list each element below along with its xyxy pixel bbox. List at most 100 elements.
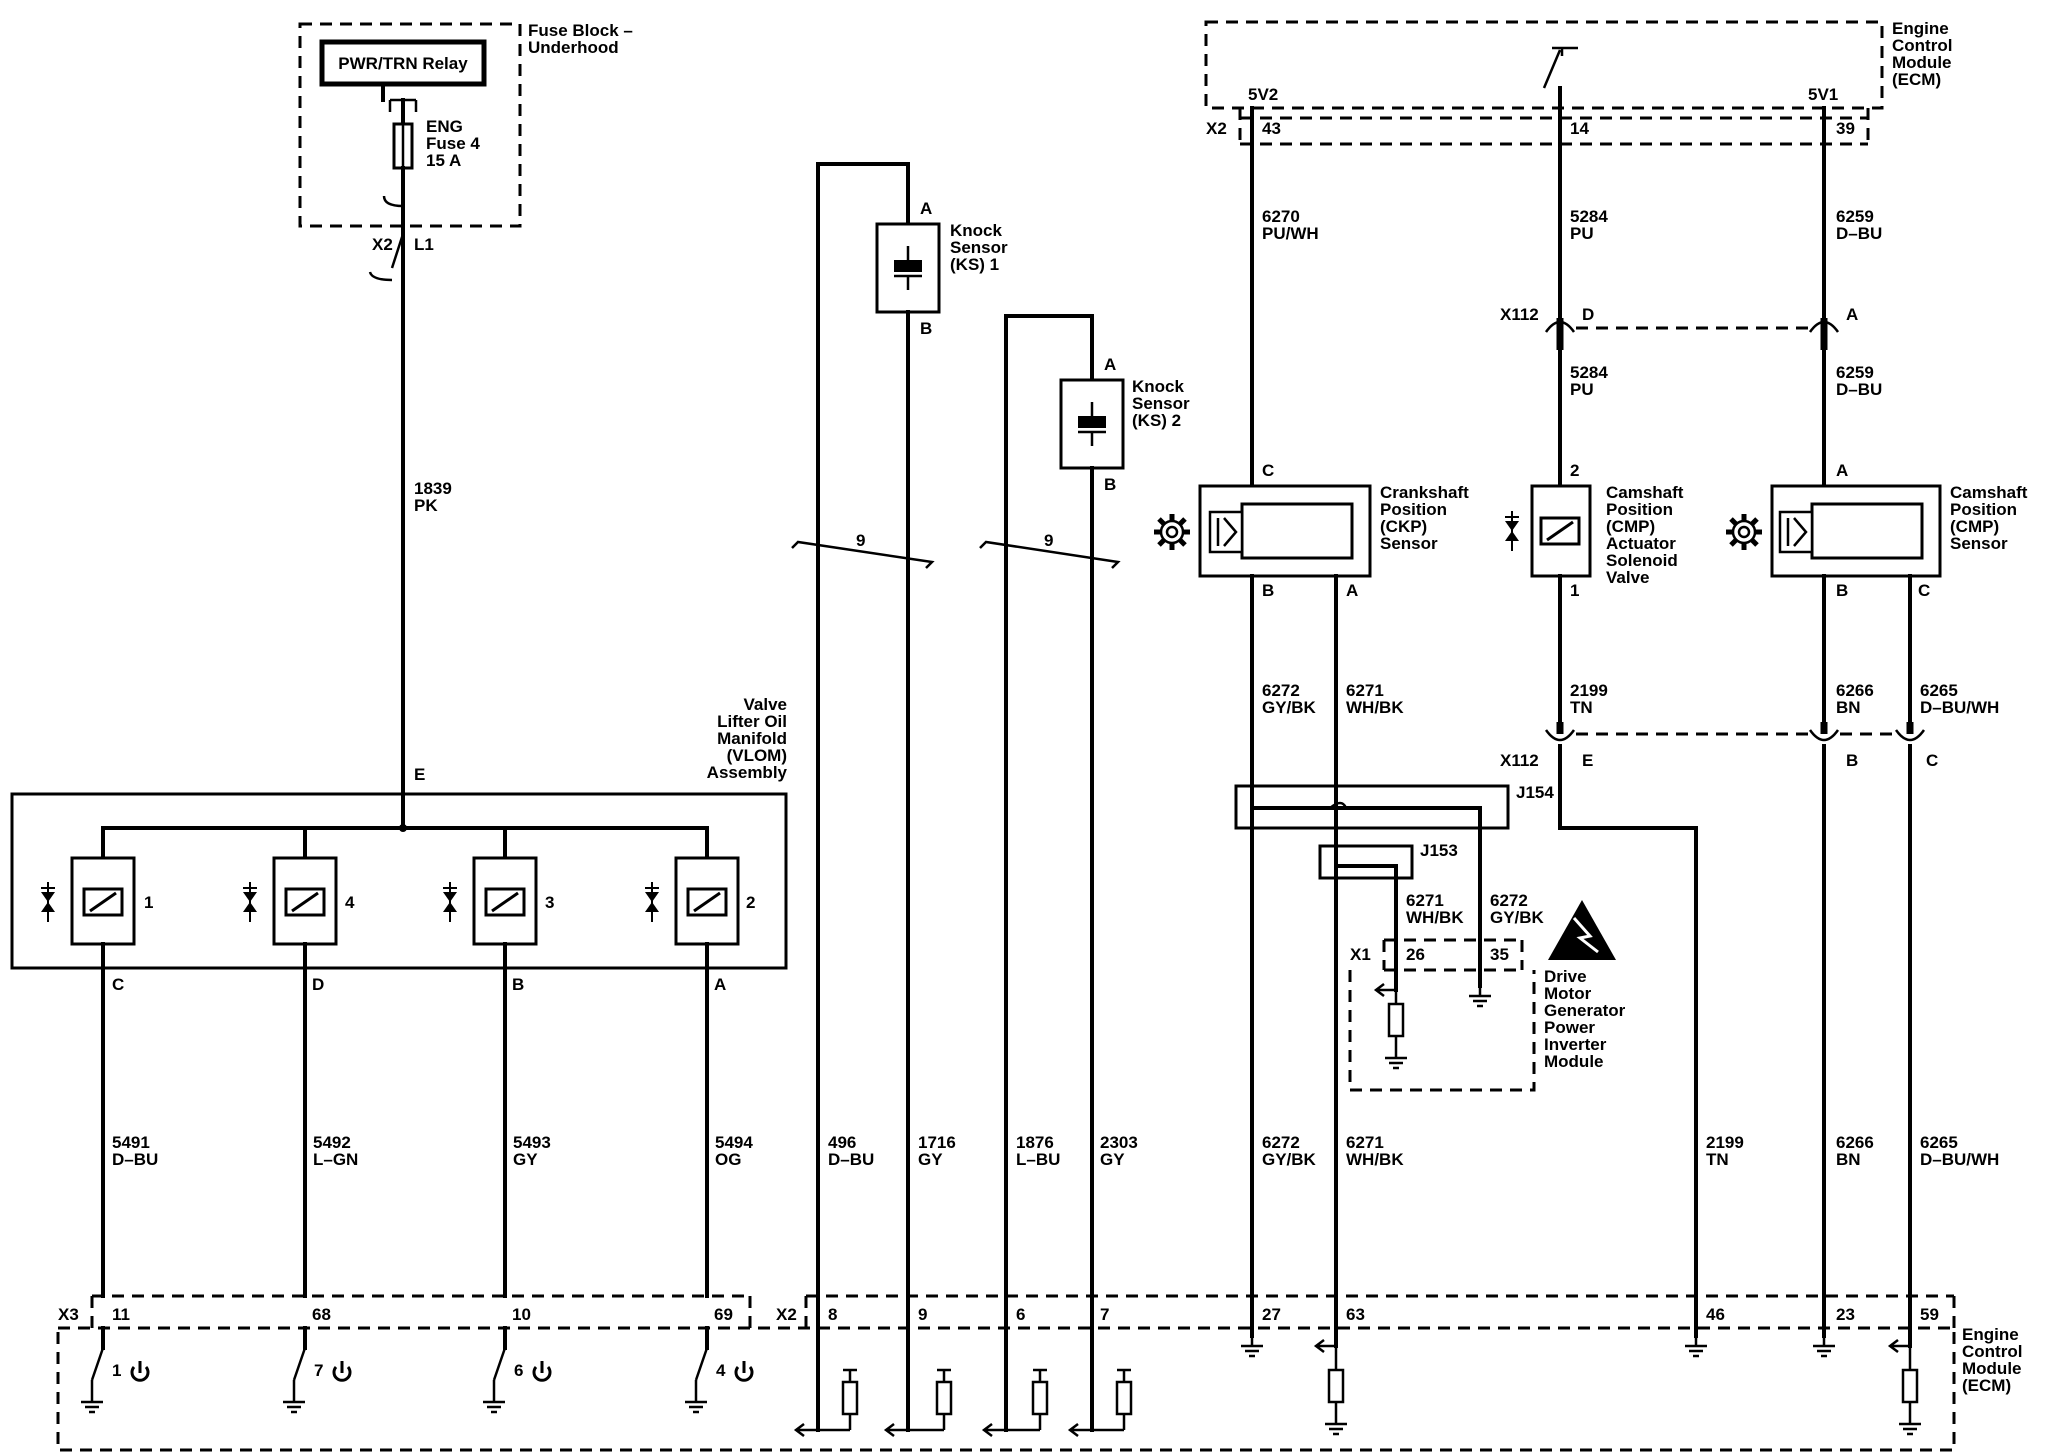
cmp-magnet-icon <box>1786 517 1808 547</box>
inverter-pin-35: 35 <box>1490 945 1509 964</box>
ckp-title-3: (CKP) <box>1380 517 1427 536</box>
inverter-arrow-icon <box>1373 983 1396 997</box>
cmp-sensor-pin-c: C <box>1918 581 1930 600</box>
pwr-trn-relay-box <box>319 39 487 87</box>
ecm-pin-23: 23 <box>1836 1305 1855 1324</box>
wire-5493-color: GY <box>513 1150 538 1169</box>
ecm-input-63 <box>1313 1339 1349 1436</box>
fuse-block-underhood: PWR/TRN Relay ENG Fuse 4 15 A Fuse Block… <box>298 21 633 282</box>
ckp-pin-c: C <box>1262 461 1274 480</box>
ckp-magnet-icon <box>1216 517 1238 547</box>
drive-motor-power-inverter-module: X1 26 35 Drive Motor Generator Power Inv… <box>1348 900 1626 1092</box>
ecm-ground-46 <box>1683 1334 1709 1358</box>
wire-496-color: D–BU <box>828 1150 874 1169</box>
ecm-driver-4: 4 <box>683 1326 754 1414</box>
j153-wire-whbk: WH/BK <box>1406 908 1464 927</box>
ecm-pin-63: 63 <box>1346 1305 1365 1324</box>
ecm-pin-43: 43 <box>1262 119 1281 138</box>
wire-1876-label: 1876 <box>1016 1133 1054 1152</box>
fuse-label-fuse4: Fuse 4 <box>426 134 480 153</box>
wire-6272-color-2: GY/BK <box>1262 1150 1317 1169</box>
vlom-pin-a: A <box>714 975 726 994</box>
ckp-gear-icon <box>1154 514 1190 550</box>
vlom-title-3: Manifold <box>717 729 787 748</box>
fuse-block-title: Fuse Block – <box>528 21 633 40</box>
inverter-title-4: Power <box>1544 1018 1595 1037</box>
wire-5284-color-2: PU <box>1570 380 1594 399</box>
knock-sensor-1: A Knock Sensor (KS) 1 B <box>816 162 1008 1432</box>
splice-j154: J154 <box>1234 783 1554 988</box>
ecm-top-boundary <box>1204 20 1884 110</box>
cmp-act-valve-icon <box>1504 510 1520 552</box>
ks1-title-1: Knock <box>950 221 1003 240</box>
ecm-pin-11: 11 <box>112 1305 130 1324</box>
twisted-pair-icon-2 <box>979 540 1121 569</box>
fuse-conn-x2: X2 <box>372 235 393 254</box>
cmp-sensor-title-4: Sensor <box>1950 534 2008 553</box>
wire-5494-label: 5494 <box>715 1133 753 1152</box>
wire-6265-label-2: 6265 <box>1920 1133 1958 1152</box>
ckp-sensor: C Crankshaft Position (CKP) Sensor B A <box>1154 461 1469 600</box>
wire-pk-label: PK <box>414 496 438 515</box>
vlom-pin-b: B <box>512 975 524 994</box>
inverter-conn-x1: X1 <box>1350 945 1371 964</box>
cmp-gear-icon <box>1726 514 1762 550</box>
vlom-solenoid-2: 2 <box>644 856 755 946</box>
ckp-pin-a: A <box>1346 581 1358 600</box>
ecm-bottom: X3 X2 11 68 10 69 8 9 6 7 27 63 46 23 59… <box>56 1294 2022 1452</box>
ckp-title-1: Crankshaft <box>1380 483 1469 502</box>
vlom-title-1: Valve <box>744 695 788 714</box>
inverter-title-1: Drive <box>1544 967 1587 986</box>
knock-sensor-2: A Knock Sensor (KS) 2 B <box>1004 314 1190 1432</box>
j154-label: J154 <box>1516 783 1554 802</box>
wire-6259-color-2: D–BU <box>1836 380 1882 399</box>
wire-6272-label-2: 6272 <box>1262 1133 1300 1152</box>
ecm-5v1-label: 5V1 <box>1808 85 1838 104</box>
inverter-ground-icon <box>1467 984 1493 1008</box>
cmp-act-pin-1: 1 <box>1570 581 1579 600</box>
power-icon-6 <box>532 1359 552 1382</box>
wire-2199-label-2: 2199 <box>1706 1133 1744 1152</box>
j153-label: J153 <box>1420 841 1458 860</box>
inverter-title-3: Generator <box>1544 1001 1626 1020</box>
vlom-solenoid-1: 1 <box>40 856 153 946</box>
cmp-sensor-title-1: Camshaft <box>1950 483 2028 502</box>
ecm-pin-69: 69 <box>714 1305 733 1324</box>
power-icon-4 <box>734 1359 754 1382</box>
inverter-pin-26: 26 <box>1406 945 1425 964</box>
x112-pin-c: C <box>1926 751 1938 770</box>
twist-label-2: 9 <box>1044 531 1053 550</box>
x112-pin-d: D <box>1582 305 1594 324</box>
ecm-top-title-4: (ECM) <box>1892 70 1941 89</box>
ecm-pin-6: 6 <box>1016 1305 1025 1324</box>
vlom-assembly: Valve Lifter Oil Manifold (VLOM) Assembl… <box>10 695 788 994</box>
wire-5492-label: 5492 <box>313 1133 351 1152</box>
ecm-top-conn-x2: X2 <box>1206 119 1227 138</box>
ecm-output-6-label: 6 <box>514 1361 523 1380</box>
wire-5491-label: 5491 <box>112 1133 150 1152</box>
wire-2199-color-2: TN <box>1706 1150 1729 1169</box>
cmp-sensor-pin-a: A <box>1836 461 1848 480</box>
wire-2303-color: GY <box>1100 1150 1125 1169</box>
wire-2303-label: 2303 <box>1100 1133 1138 1152</box>
fuse-block-boundary <box>298 22 522 228</box>
wire-1716-label: 1716 <box>918 1133 956 1152</box>
ckp-pin-b: B <box>1262 581 1274 600</box>
ks2-pin-b: B <box>1104 475 1116 494</box>
vlom-boundary <box>10 792 788 970</box>
ecm-knock-inputs <box>793 1368 1133 1437</box>
ecm-pin-9: 9 <box>918 1305 927 1324</box>
fuse-label-eng: ENG <box>426 117 463 136</box>
ecm-switch-icon <box>1542 46 1578 89</box>
x112-connector-bottom: X112 E B C <box>1500 722 1938 770</box>
fuse-connector-icon <box>382 195 404 208</box>
ckp-title-4: Sensor <box>1380 534 1438 553</box>
ecm-driver-7: 7 <box>281 1326 352 1414</box>
x112-connector-top: X112 D A <box>1500 305 1858 350</box>
inverter-title-6: Module <box>1544 1052 1604 1071</box>
wire-6259-label-2: 6259 <box>1836 363 1874 382</box>
ecm-ground-23 <box>1811 1334 1837 1358</box>
ecm-input-59 <box>1887 1339 1923 1436</box>
solenoid-1-label: 1 <box>144 893 153 912</box>
wire-5284-label: 5284 <box>1570 207 1608 226</box>
